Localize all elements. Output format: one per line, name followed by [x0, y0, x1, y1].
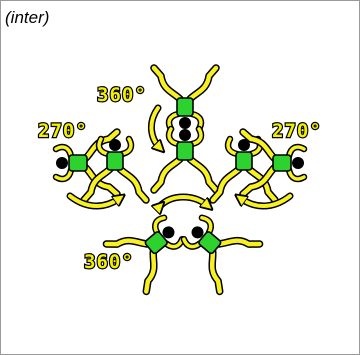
top-pair: [154, 68, 216, 190]
left-rotation-arrow: [70, 196, 120, 206]
skydiver-figure: [106, 205, 193, 292]
bottom-rotation-label: 360°: [84, 251, 134, 273]
bottom-rotation-arrow: [160, 197, 208, 206]
top-rotation-label: 360°: [97, 84, 147, 106]
skydiver-figure: [154, 68, 216, 129]
left-rotation-label: 270°: [38, 120, 88, 142]
top-rotation-arrow: [151, 108, 160, 148]
bottom-pair: [106, 205, 259, 292]
right-rotation-arrow: [240, 196, 290, 206]
right-rotation-label: 270°: [272, 120, 322, 142]
left-pair: [56, 132, 146, 200]
skydiver-figure: [154, 129, 216, 190]
skydiver-figure: [173, 205, 260, 292]
right-pair: [213, 132, 304, 200]
